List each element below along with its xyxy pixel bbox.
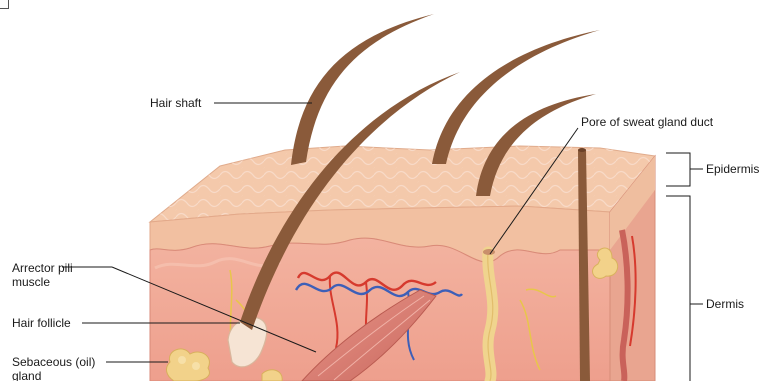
label-epidermis: Epidermis <box>706 162 759 176</box>
hair-shaft-3 <box>432 30 600 164</box>
label-sebaceous-gland: Sebaceous (oil) gland <box>12 355 112 381</box>
label-pore-sweat-gland-duct: Pore of sweat gland duct <box>581 115 713 129</box>
sebaceous-gland <box>167 349 210 381</box>
label-hair-shaft: Hair shaft <box>150 96 201 110</box>
label-hair-follicle: Hair follicle <box>12 316 71 330</box>
label-arrector-pili-muscle: Arrector pili muscle <box>12 261 82 289</box>
label-dermis: Dermis <box>706 297 744 311</box>
